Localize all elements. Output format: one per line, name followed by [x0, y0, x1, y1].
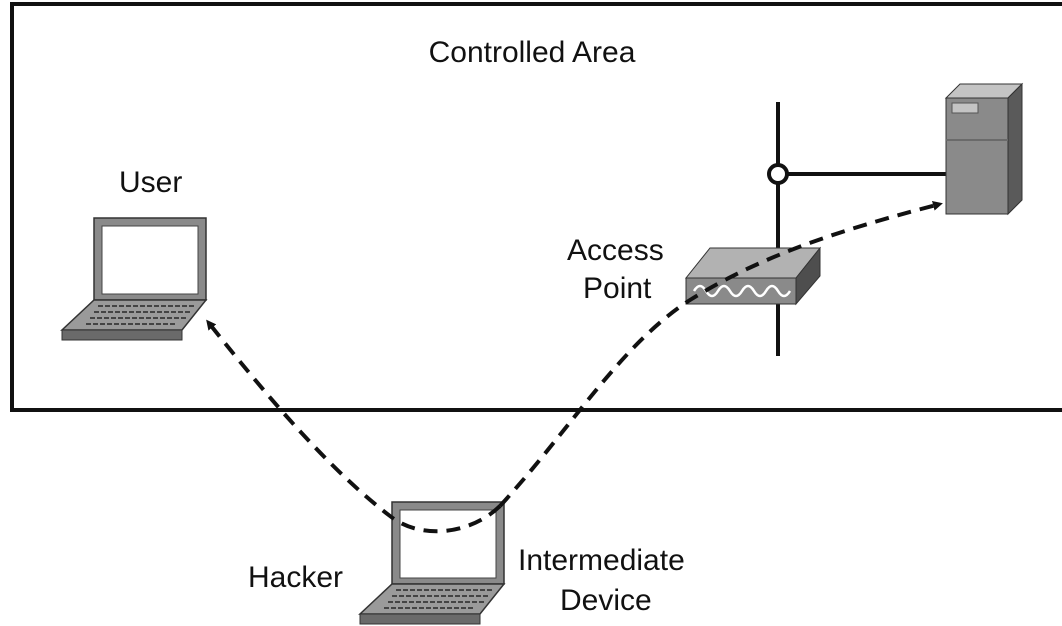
access-point-label-line2: Point [583, 272, 652, 305]
controlled-area-label: Controlled Area [429, 36, 636, 69]
server-icon [944, 82, 1024, 216]
user-label: User [119, 166, 182, 199]
access-point-icon [684, 246, 822, 306]
controlled-area-boundary [10, 2, 1062, 412]
hacker-to-user-dashed-arrow [206, 319, 502, 534]
user-laptop-icon [60, 217, 208, 341]
intermediate-device-label-line1: Intermediate [518, 544, 685, 577]
hacker-laptop-icon [358, 501, 506, 625]
network-junction-icon [767, 163, 789, 185]
hacker-label: Hacker [248, 561, 343, 594]
network-wiring [767, 102, 946, 356]
hacker-to-server-dashed-arrow [498, 200, 943, 508]
access-point-label-line1: Access [567, 234, 664, 267]
intermediate-device-label-line2: Device [560, 584, 652, 617]
